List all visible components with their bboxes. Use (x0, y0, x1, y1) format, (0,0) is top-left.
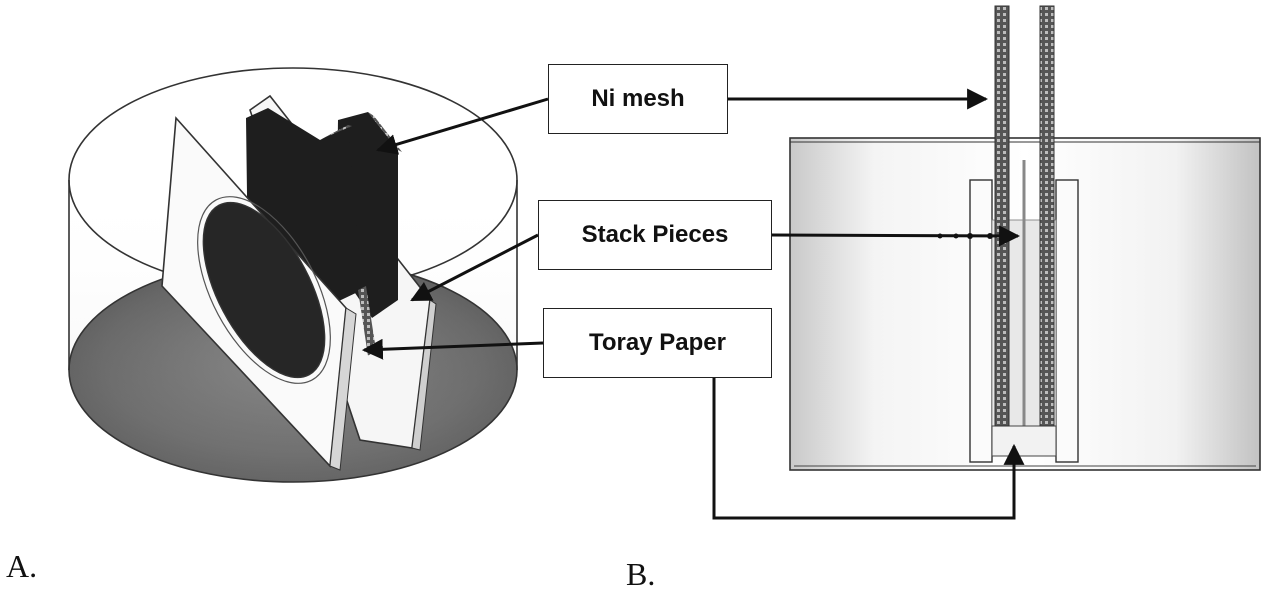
arrow-ni-to-left-mesh (375, 97, 549, 155)
panel-label-a: A. (6, 548, 38, 584)
panel-label-b: B. (626, 556, 656, 592)
panel-a-cell (68, 67, 518, 483)
ni-mesh-electrode-left (994, 5, 1010, 427)
panel-b-cell (789, 5, 1261, 471)
frame-window-rim (197, 196, 331, 384)
cell-bottom-block (991, 425, 1057, 457)
back-frame-side (411, 299, 437, 451)
arrow-stack-to-right-view (771, 225, 1021, 247)
mesh-strip (358, 286, 376, 356)
front-frame-side (329, 307, 357, 471)
frame-window-mesh (202, 201, 326, 379)
arrow-toray-to-left (361, 338, 544, 360)
label-toray-paper: Toray Paper (543, 308, 772, 378)
arrow-stack-to-left-frame (410, 233, 539, 302)
stack-piece-left (969, 179, 993, 463)
leader-lines (361, 88, 1025, 520)
mesh-sheet-edge-front (320, 125, 352, 140)
label-stack-pieces: Stack Pieces (538, 200, 772, 270)
ni-mesh-electrode-right (1039, 5, 1055, 427)
arrow-toray-to-right-view (712, 378, 1025, 520)
label-ni-mesh: Ni mesh (548, 64, 728, 134)
stack-piece-right (1055, 179, 1079, 463)
